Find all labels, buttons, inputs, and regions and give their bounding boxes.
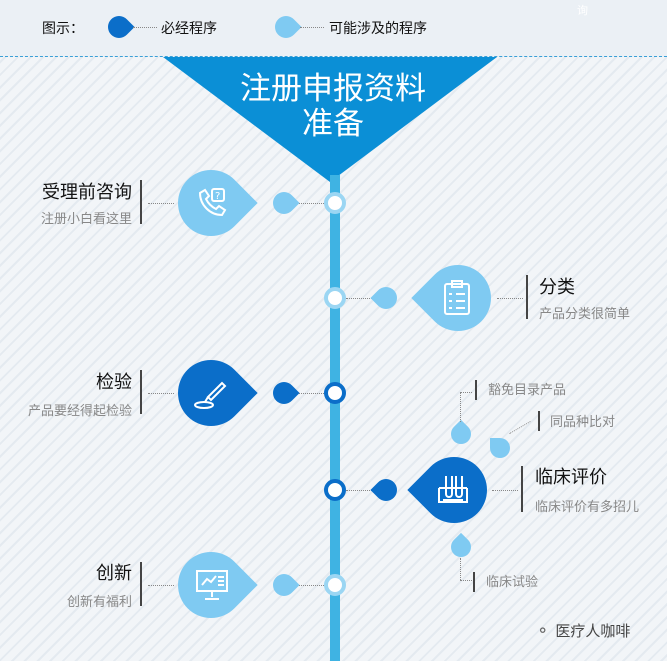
legend-bar: 图示： 必经程序 可能涉及的程序 询	[0, 0, 667, 57]
divider	[526, 275, 528, 319]
connector	[460, 558, 461, 580]
timeline-node	[324, 287, 346, 309]
option-drop-icon	[490, 438, 510, 458]
step-title: 分类	[539, 277, 575, 298]
required-drop-icon	[103, 11, 135, 43]
legend-label: 图示：	[42, 21, 84, 37]
step-title: 临床评价	[535, 467, 607, 488]
svg-text:?: ?	[215, 191, 220, 202]
step-subtitle: 创新有福利	[66, 595, 132, 610]
divider	[521, 466, 523, 512]
wechat-icon: ⚬	[536, 621, 550, 640]
title-line-1: 注册申报资料	[240, 71, 426, 107]
connector	[460, 392, 472, 393]
timeline-node	[324, 382, 346, 404]
step-title: 受理前咨询	[42, 182, 132, 203]
clipboard-checklist-icon	[444, 280, 470, 315]
connector	[460, 392, 461, 422]
divider	[538, 411, 540, 431]
pipette-dish-icon	[194, 381, 227, 409]
corner-text: 询	[577, 4, 588, 17]
step-title: 创新	[96, 563, 132, 584]
legend-connector	[133, 27, 157, 28]
possible-drop-icon	[270, 11, 302, 43]
connector	[148, 393, 174, 394]
timeline-axis	[330, 175, 340, 661]
connector	[296, 393, 324, 394]
divider	[475, 380, 477, 400]
step-subtitle: 注册小白看这里	[40, 212, 132, 227]
timeline-node	[324, 574, 346, 596]
option-drop-icon	[446, 532, 476, 562]
step-subtitle: 产品分类很简单	[539, 307, 631, 322]
connector	[509, 421, 531, 434]
phone-question-icon: ?	[198, 188, 227, 217]
connector	[296, 203, 324, 204]
small-drop-icon	[268, 377, 300, 409]
watermark: ⚬ 医疗人咖啡	[536, 620, 630, 641]
title-line-2: 准备	[302, 106, 364, 142]
title-banner	[163, 57, 497, 182]
step-title: 检验	[96, 372, 132, 393]
connector	[460, 580, 472, 581]
connector	[296, 585, 324, 586]
option-drop-icon	[446, 419, 476, 449]
timeline-node	[324, 479, 346, 501]
watermark-text: 医疗人咖啡	[555, 622, 631, 640]
step-subtitle: 临床评价有多招儿	[535, 500, 640, 515]
connector	[346, 490, 374, 491]
clinical-option: 豁免目录产品	[488, 383, 567, 398]
connector	[492, 490, 518, 491]
test-tubes-icon	[438, 476, 468, 503]
timeline-node	[324, 192, 346, 214]
page-title: 注册申报资料 准备	[213, 72, 453, 142]
small-drop-icon	[370, 282, 402, 314]
small-drop-icon	[268, 569, 300, 601]
legend-required: 必经程序	[161, 21, 217, 37]
divider	[140, 562, 142, 606]
clinical-option: 同品种比对	[550, 415, 616, 430]
small-drop-icon	[370, 474, 402, 506]
connector	[346, 298, 374, 299]
connector	[497, 298, 523, 299]
legend-connector	[300, 27, 324, 28]
divider	[473, 572, 475, 592]
small-drop-icon	[268, 187, 300, 219]
connector	[148, 585, 174, 586]
clinical-option: 临床试验	[486, 575, 539, 590]
connector	[148, 203, 174, 204]
monitor-chart-icon	[196, 570, 228, 600]
step-subtitle: 产品要经得起检验	[27, 404, 132, 419]
divider	[140, 370, 142, 414]
legend-possible: 可能涉及的程序	[329, 21, 427, 37]
divider	[140, 180, 142, 224]
